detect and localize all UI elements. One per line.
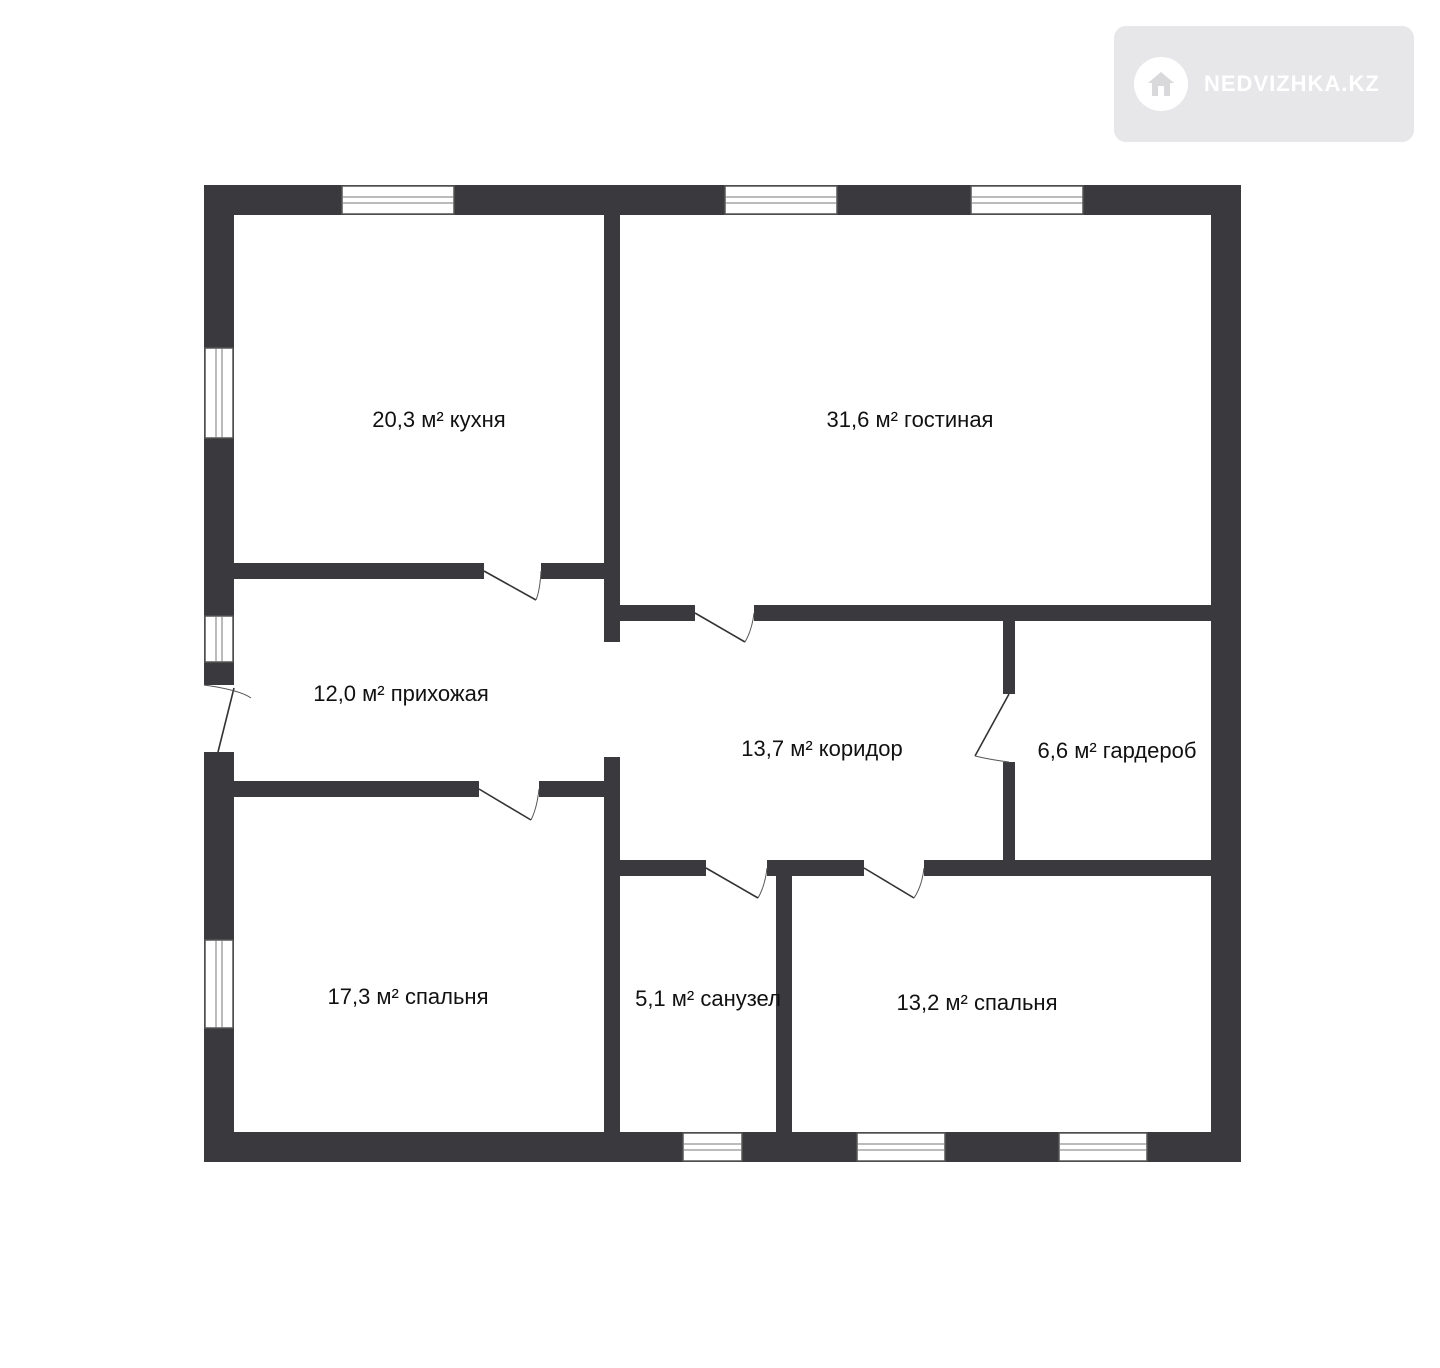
door-bathroom (705, 867, 768, 899)
door-bedroom1 (478, 788, 540, 821)
doors (203, 570, 1010, 899)
room-labels: 20,3 м² кухня 31,6 м² гостиная 12,0 м² п… (313, 407, 1196, 1015)
room-label-bathroom: 5,1 м² санузел (635, 986, 781, 1011)
window (204, 939, 234, 1029)
door-bedroom2 (863, 867, 925, 899)
window (341, 185, 455, 215)
window (1058, 1132, 1148, 1162)
walls (204, 185, 1241, 1162)
window (682, 1132, 743, 1162)
window (204, 347, 234, 439)
room-label-bedroom2: 13,2 м² спальня (896, 990, 1057, 1015)
door-entrance (203, 684, 252, 753)
room-label-hall: 12,0 м² прихожая (313, 681, 489, 706)
door-wardrobe (974, 693, 1010, 763)
watermark-brand: NEDVIZHKA.KZ (1204, 71, 1380, 96)
room-label-corridor: 13,7 м² коридор (741, 736, 902, 761)
door-living (694, 612, 755, 643)
house-icon (1134, 57, 1188, 111)
window (856, 1132, 946, 1162)
window (204, 615, 234, 663)
room-label-bedroom1: 17,3 м² спальня (327, 984, 488, 1009)
windows (204, 185, 1148, 1162)
room-label-wardrobe: 6,6 м² гардероб (1038, 738, 1197, 763)
window (970, 185, 1084, 215)
room-label-kitchen: 20,3 м² кухня (372, 407, 505, 432)
watermark: NEDVIZHKA.KZ (1114, 26, 1414, 142)
room-label-living: 31,6 м² гостиная (827, 407, 994, 432)
door-kitchen (483, 570, 542, 601)
window (724, 185, 838, 215)
